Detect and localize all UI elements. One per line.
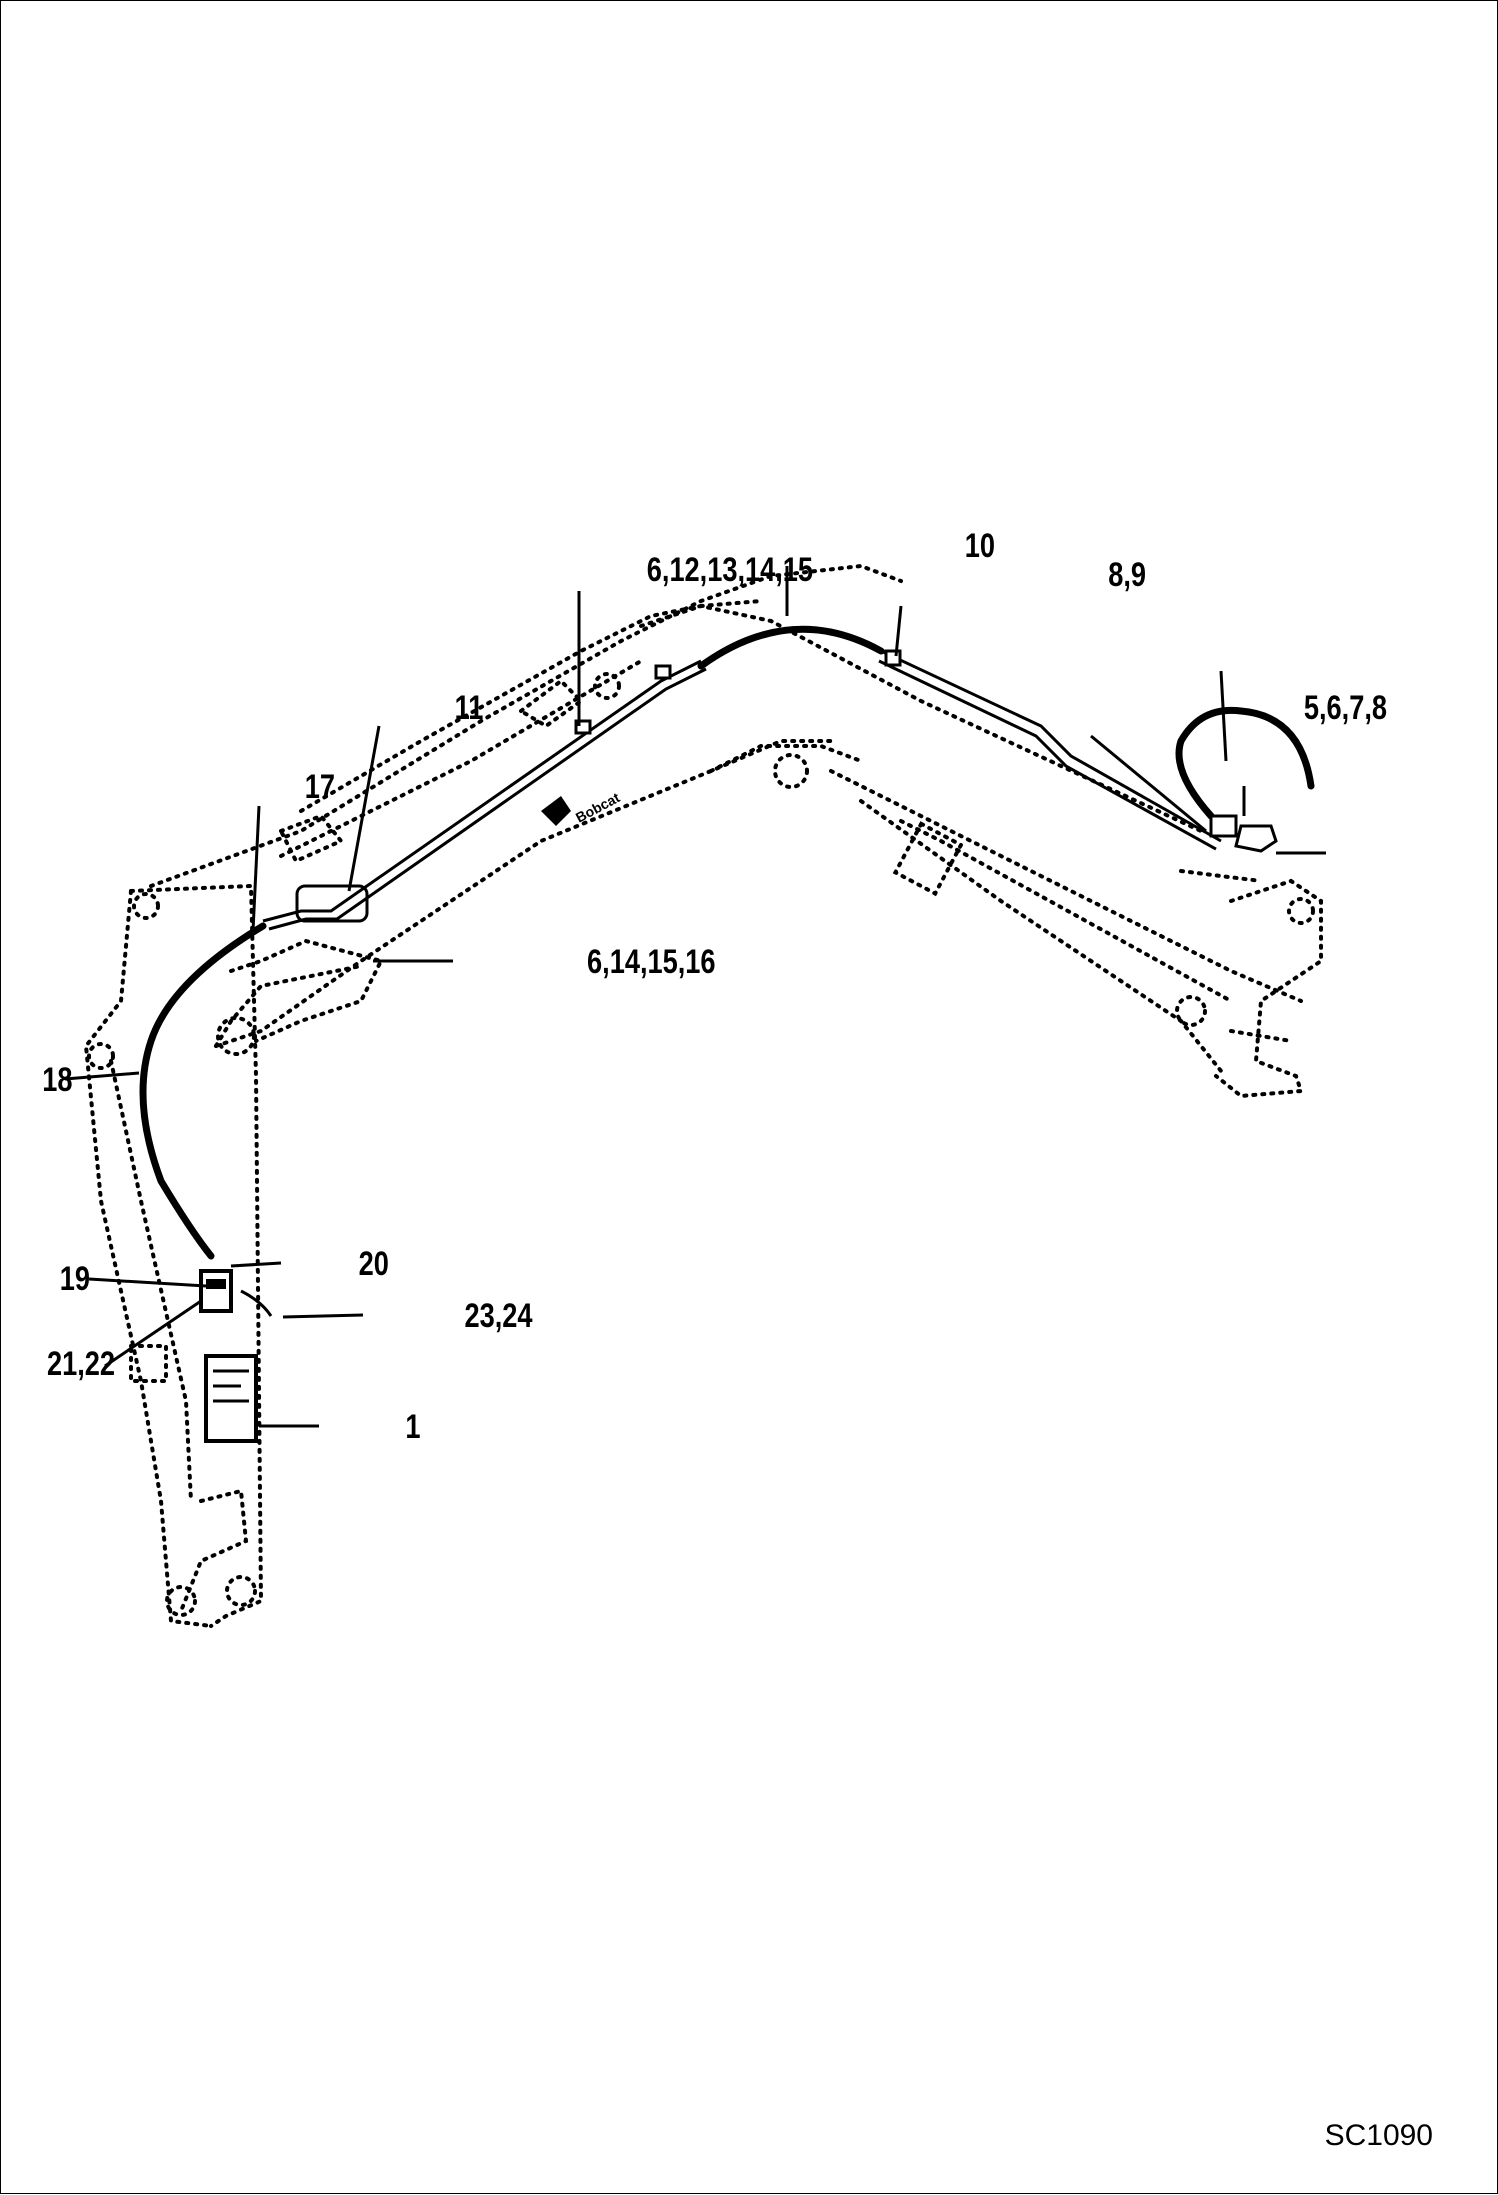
- arm-outline: [229, 599, 1323, 1099]
- bobcat-logo: Bobcat: [541, 789, 623, 826]
- callout-11: 17: [305, 767, 335, 806]
- svg-text:Bobcat: Bobcat: [573, 789, 623, 826]
- callout-15: 21,22: [47, 1344, 115, 1383]
- callout-7: 6,14,15,16: [587, 942, 715, 981]
- quick-couplers: [1209, 814, 1278, 853]
- leader-lines: [64, 566, 1326, 1428]
- callout-16: 23,24: [465, 1296, 533, 1335]
- callout-1: 1: [405, 1407, 420, 1446]
- callout-8: 8,9: [1108, 555, 1146, 594]
- hydraulic-hoses: [139, 625, 1315, 1260]
- callout-14: 20: [359, 1244, 389, 1283]
- callout-9: 10: [965, 526, 995, 565]
- valve-block: [199, 1269, 273, 1317]
- hydraulic-tubes: [262, 649, 1222, 931]
- callout-12: 18: [42, 1060, 72, 1099]
- drawing-code: SC1090: [1324, 2119, 1433, 2152]
- callout-10: 11: [455, 688, 484, 727]
- decal-label: [204, 1354, 258, 1443]
- callouts: 1 2 3 4 5,6,7,8 6,12,13,14,15 6,14,15,16…: [42, 526, 1387, 1446]
- callout-5: 5,6,7,8: [1304, 688, 1387, 727]
- boom-outline: [149, 563, 903, 1056]
- callout-13: 19: [60, 1259, 90, 1298]
- callout-6: 6,12,13,14,15: [647, 550, 813, 589]
- swing-frame-outline: [83, 883, 264, 1628]
